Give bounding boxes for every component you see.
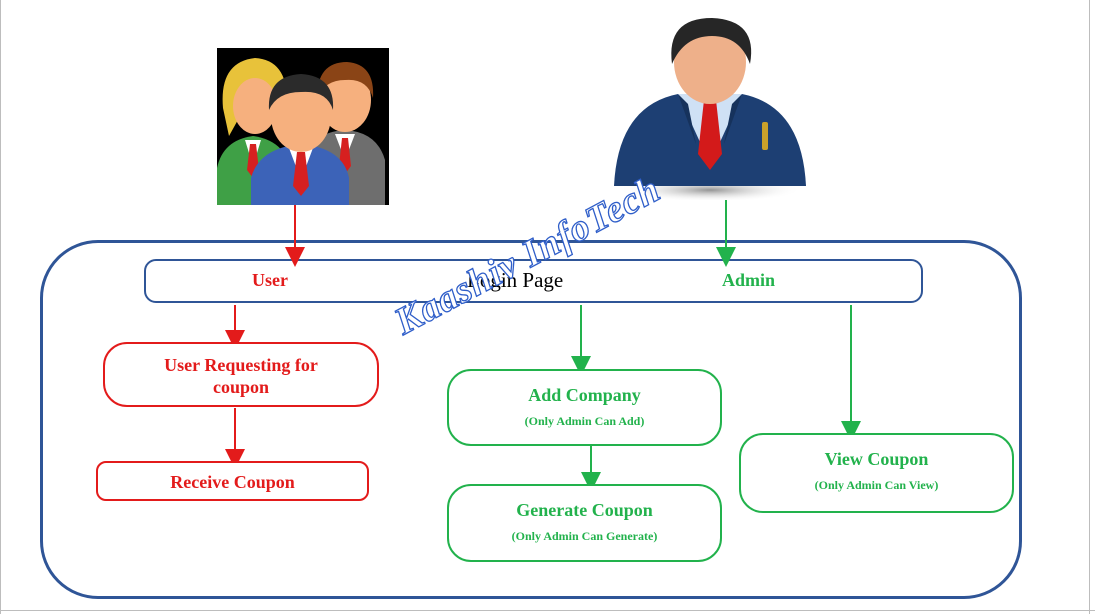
user-requesting-coupon-text: User Requesting for coupon bbox=[164, 355, 318, 397]
add-company-note: (Only Admin Can Add) bbox=[524, 414, 645, 428]
user-label: User bbox=[252, 270, 288, 290]
view-coupon-note: (Only Admin Can View) bbox=[814, 478, 939, 492]
view-coupon-text: View Coupon bbox=[824, 449, 929, 469]
frame-bottom bbox=[0, 610, 1095, 611]
generate-coupon-text: Generate Coupon bbox=[516, 500, 653, 520]
login-page-bar bbox=[144, 259, 923, 303]
add-company-box: Add Company (Only Admin Can Add) bbox=[447, 369, 722, 446]
generate-coupon-box: Generate Coupon (Only Admin Can Generate… bbox=[447, 484, 722, 562]
frame-right bbox=[1089, 0, 1090, 614]
add-company-text: Add Company bbox=[528, 385, 641, 405]
view-coupon-box: View Coupon (Only Admin Can View) bbox=[739, 433, 1014, 513]
admin-businessman-icon bbox=[612, 14, 808, 200]
system-container bbox=[40, 240, 1022, 599]
login-page-title: Login Page bbox=[467, 268, 564, 292]
user-requesting-coupon-box: User Requesting for coupon bbox=[103, 342, 379, 407]
receive-coupon-box: Receive Coupon bbox=[96, 461, 369, 501]
frame-left bbox=[0, 0, 1, 614]
admin-label: Admin bbox=[722, 270, 776, 290]
users-group-icon bbox=[217, 48, 389, 205]
receive-coupon-text: Receive Coupon bbox=[170, 472, 295, 492]
generate-coupon-note: (Only Admin Can Generate) bbox=[511, 529, 658, 543]
